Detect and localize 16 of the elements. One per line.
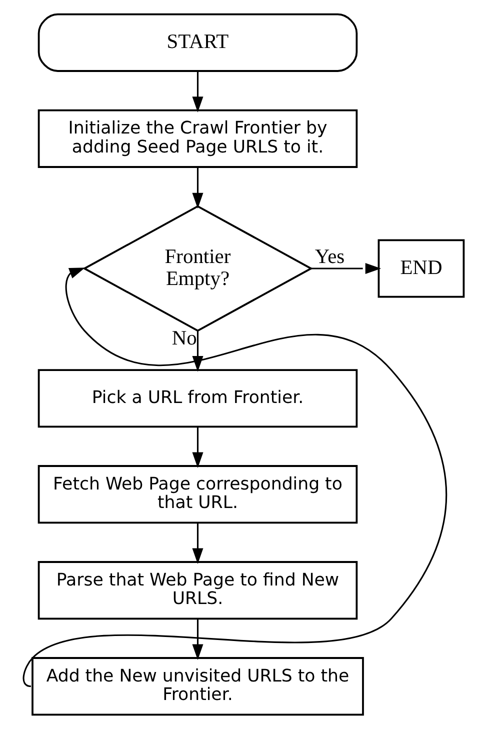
node-box: Fetch Web Page corresponding to that URL. [38, 465, 358, 524]
arrow [192, 167, 204, 209]
node-box: Initialize the Crawl Frontier by adding Seed Page URLS to it. [38, 109, 358, 168]
node-box: Add the New unvisited URLS to the Frontier. [32, 657, 364, 716]
arrow [192, 71, 204, 112]
node-box: Pick a URL from Frontier. [38, 369, 358, 428]
node-box: START [38, 13, 358, 72]
arrow [311, 262, 382, 274]
arrow [192, 331, 204, 372]
arrow [192, 618, 204, 660]
node-box: END [378, 239, 465, 298]
node-diamond: Frontier Empty? [82, 205, 314, 332]
arrow [192, 426, 204, 468]
arrow [192, 522, 204, 564]
edge-label: Yes [314, 246, 345, 268]
node-box: Parse that Web Page to find New URLS. [38, 561, 358, 620]
